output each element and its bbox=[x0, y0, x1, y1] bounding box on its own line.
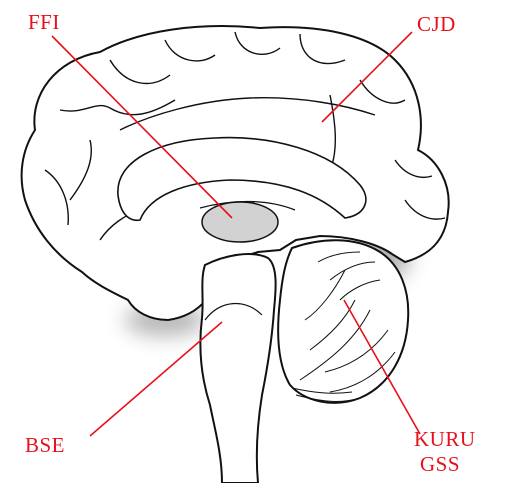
label-bse: BSE bbox=[25, 433, 65, 457]
label-ffi: FFI bbox=[28, 10, 60, 34]
label-cjd: CJD bbox=[417, 12, 456, 36]
thalamus bbox=[202, 202, 278, 242]
brainstem bbox=[200, 254, 275, 483]
label-kuru: KURU bbox=[414, 427, 476, 451]
leader-bse bbox=[90, 322, 222, 436]
label-gss: GSS bbox=[420, 452, 460, 476]
